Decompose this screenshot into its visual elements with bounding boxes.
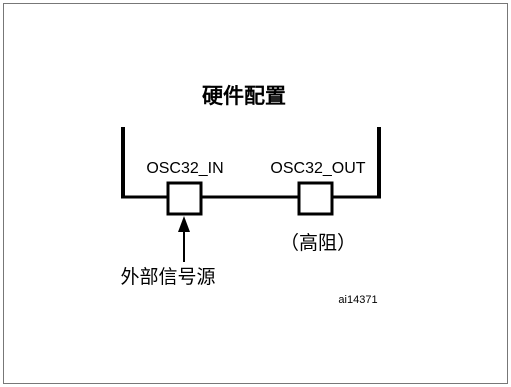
figure-ref: ai14371 [338,294,377,306]
pin-label-osc32-out: OSC32_OUT [270,160,365,177]
arrow-up-icon [178,216,190,232]
diagram-title: 硬件配置 [202,84,286,108]
figure-frame [3,3,508,384]
pin-label-osc32-in: OSC32_IN [146,160,223,177]
pin-osc32-out [297,181,334,216]
high-impedance-label: （高阻） [280,232,356,254]
source-label: 外部信号源 [120,266,215,288]
pin-osc32-in [166,181,203,216]
